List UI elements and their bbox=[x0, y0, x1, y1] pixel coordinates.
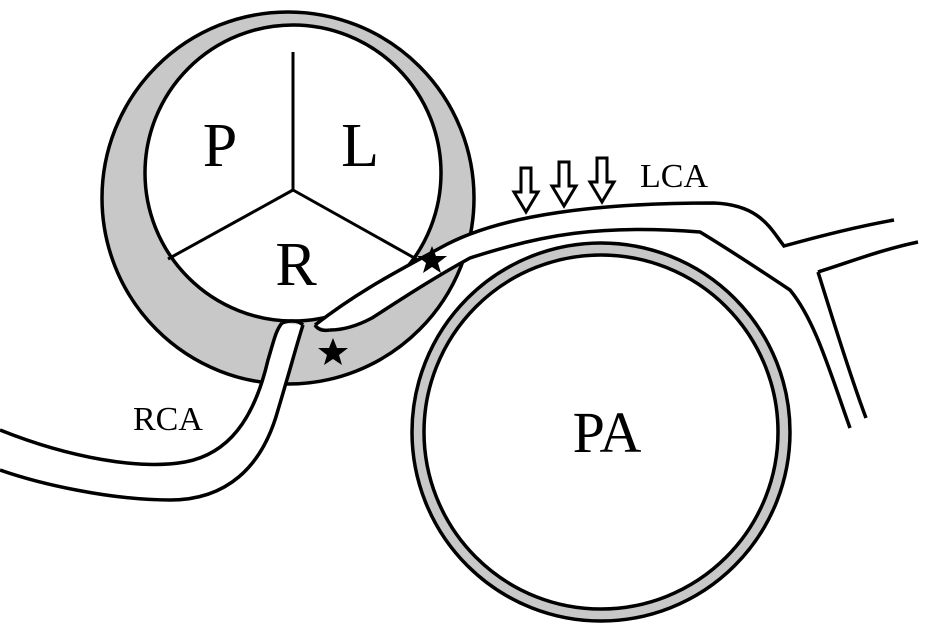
star-markers bbox=[318, 246, 447, 365]
cusp-r-label: R bbox=[275, 231, 317, 299]
commissure-pr bbox=[167, 188, 294, 261]
lca-border-lower bbox=[329, 227, 852, 429]
star-icon bbox=[417, 246, 447, 273]
down-arrow-icon bbox=[587, 156, 617, 205]
cusp-l-label: L bbox=[341, 112, 379, 180]
rca-label: RCA bbox=[133, 401, 203, 438]
right-coronary-artery bbox=[0, 319, 305, 502]
down-arrow-icon bbox=[511, 166, 541, 215]
commissure-lr bbox=[292, 188, 419, 262]
aortic-root bbox=[100, 10, 476, 386]
pa-lumen bbox=[422, 253, 780, 611]
lca-branch-upper bbox=[817, 240, 919, 274]
pa-label: PA bbox=[573, 400, 642, 465]
pulmonary-artery bbox=[410, 241, 792, 623]
lca-branch-lower bbox=[816, 271, 868, 419]
arrow-markers bbox=[511, 156, 617, 215]
rca-border-outer bbox=[0, 321, 284, 467]
rca-border-inner bbox=[0, 324, 305, 502]
lca-label: LCA bbox=[640, 158, 708, 195]
rca-ostium-cap bbox=[281, 319, 305, 327]
lca-border-upper bbox=[313, 201, 895, 327]
lca-ostium-cap bbox=[313, 323, 331, 333]
cusp-p-label: P bbox=[203, 112, 237, 180]
left-coronary-artery bbox=[313, 201, 919, 429]
down-arrow-icon bbox=[549, 160, 579, 209]
star-icon bbox=[318, 338, 348, 365]
